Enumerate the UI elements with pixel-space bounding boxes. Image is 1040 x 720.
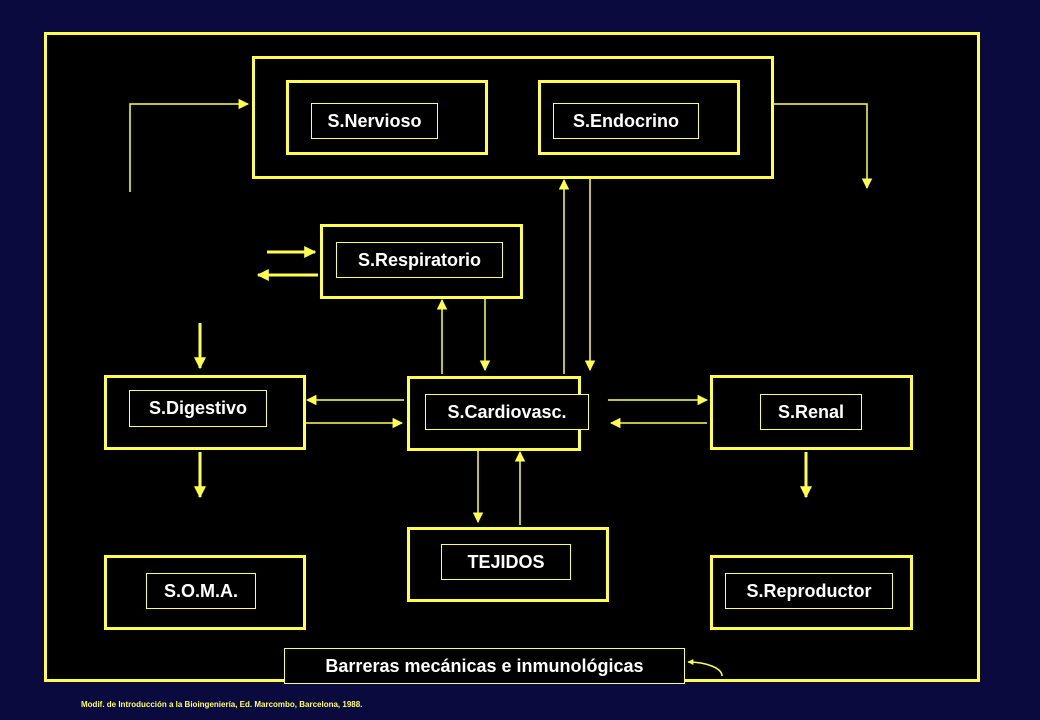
arrow-barrier-curve	[687, 659, 723, 677]
cardiovasc-label: S.Cardiovasc.	[425, 394, 589, 430]
arrow-right-output	[772, 103, 873, 190]
soma-label: S.O.M.A.	[146, 573, 256, 609]
endocrino-label: S.Endocrino	[553, 103, 699, 139]
digestivo-label: S.Digestivo	[129, 390, 267, 427]
barreras-label: Barreras mecánicas e inmunológicas	[284, 648, 685, 684]
source-caption: Modif. de Introducción a la Bioingenierí…	[81, 700, 363, 709]
tejidos-label: TEJIDOS	[441, 544, 571, 580]
arrow-left-feedback	[129, 98, 250, 192]
respiratorio-label: S.Respiratorio	[336, 242, 503, 278]
renal-label: S.Renal	[760, 394, 862, 430]
reproductor-label: S.Reproductor	[725, 573, 893, 609]
nervioso-label: S.Nervioso	[311, 103, 438, 139]
